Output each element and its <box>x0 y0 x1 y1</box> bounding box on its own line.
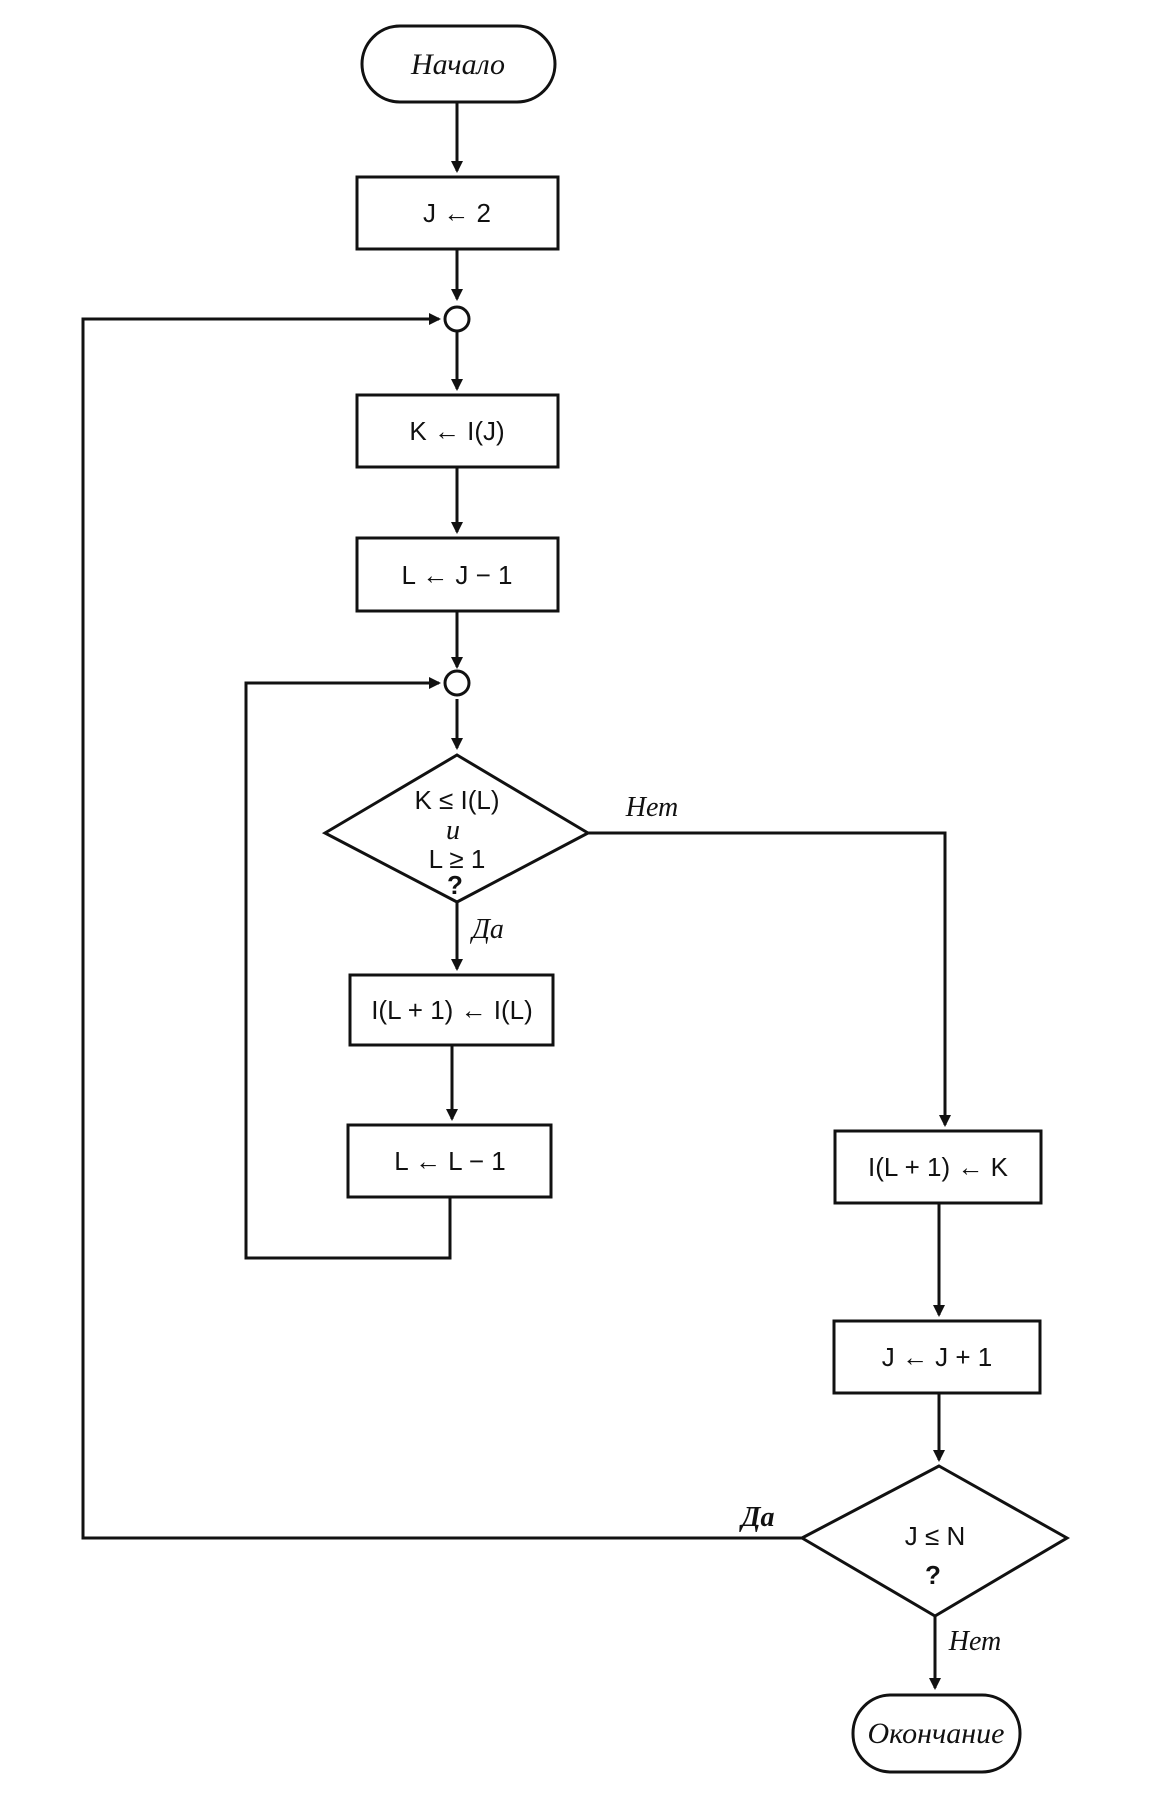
end-terminal: Окончание <box>851 1693 1022 1774</box>
edge-decl-loop-back <box>244 677 452 1260</box>
edge-outer-yes-loop-back <box>81 313 802 1540</box>
decision-outer: J ≤ N ? <box>798 1464 1071 1618</box>
decision-inner-line2: и <box>446 815 460 846</box>
decision-outer-line1: J ≤ N <box>905 1521 966 1551</box>
process-dec-l-label: L ← L − 1 <box>394 1146 506 1176</box>
decision-inner: K ≤ I(L) и L ≥ 1 ? <box>321 753 592 904</box>
decision-inner-line1: K ≤ I(L) <box>414 785 499 815</box>
join-point-inner <box>443 669 471 697</box>
label-outer-no: Нет <box>948 1626 1002 1657</box>
decision-inner-line4: ? <box>447 870 463 900</box>
edge-cond-no-to-insert <box>588 831 951 1127</box>
end-label: Окончание <box>868 1717 1005 1750</box>
label-inner-no: Нет <box>625 792 679 823</box>
process-set-l-label: L ← J − 1 <box>401 560 512 590</box>
process-init-j-label: J ← 2 <box>423 198 491 228</box>
start-terminal: Начало <box>360 24 557 104</box>
start-label: Начало <box>410 48 505 81</box>
process-insert: I(L + 1) ← K <box>833 1129 1043 1205</box>
process-shift-label: I(L + 1) ← I(L) <box>371 995 533 1025</box>
process-init-j: J ← 2 <box>355 175 560 251</box>
process-inc-j-label: J ← J + 1 <box>882 1342 993 1372</box>
process-shift: I(L + 1) ← I(L) <box>348 973 555 1047</box>
decision-inner-line3: L ≥ 1 <box>429 844 486 874</box>
process-set-l: L ← J − 1 <box>355 536 560 613</box>
label-outer-yes: Да <box>738 1502 774 1533</box>
process-set-k-label: K ← I(J) <box>409 416 504 446</box>
process-insert-label: I(L + 1) ← K <box>868 1152 1009 1182</box>
process-dec-l: L ← L − 1 <box>346 1123 553 1199</box>
process-inc-j: J ← J + 1 <box>832 1319 1042 1395</box>
decision-outer-line2: ? <box>925 1560 941 1590</box>
join-point-outer <box>443 305 471 333</box>
process-set-k: K ← I(J) <box>355 393 560 469</box>
connectors <box>81 101 951 1690</box>
label-inner-yes: Да <box>469 914 504 945</box>
